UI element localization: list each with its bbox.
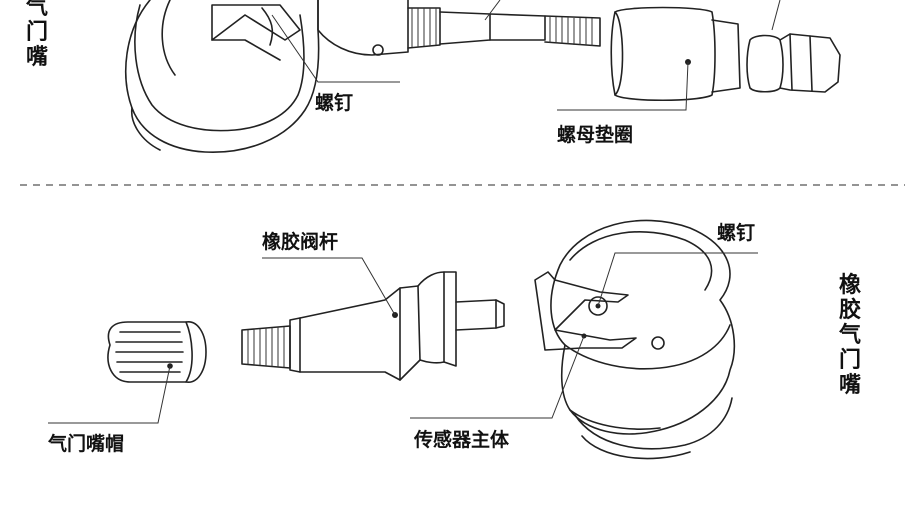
- top-nut-washer: [610, 6, 741, 102]
- top-sensor-body: [124, 0, 320, 153]
- bottom-stem-threads: [247, 327, 285, 367]
- bottom-sensor-leader: [410, 335, 585, 419]
- top-sensor-bracket: [211, 4, 301, 61]
- top-valve-cap: [746, 33, 841, 93]
- bottom-sensor-bracket: [534, 271, 637, 351]
- valve-cap-label: 气门嘴帽: [48, 433, 125, 455]
- top-cap-leader: [771, 0, 781, 31]
- bottom-rubber-stem: [241, 271, 505, 381]
- bottom-screw-leader: [597, 252, 758, 307]
- top-stem-threads: [411, 8, 437, 47]
- bottom-side-label: 橡胶气门嘴: [838, 273, 861, 398]
- bottom-cap-leader: [48, 365, 171, 424]
- top-nut-washer-label: 螺母垫圈: [557, 124, 634, 146]
- bottom-sensor-body: [550, 219, 736, 460]
- top-screw-label: 螺钉: [315, 92, 354, 114]
- top-nut-washer-leader: [557, 61, 689, 111]
- top-side-label: 气门嘴: [25, 0, 48, 70]
- bottom-stem-leader: [262, 257, 396, 316]
- bottom-screw-label: 螺钉: [717, 222, 756, 244]
- top-tip-threads: [549, 17, 593, 46]
- rubber-stem-label: 橡胶阀杆: [262, 231, 339, 253]
- top-valve-stem: [317, 0, 601, 56]
- top-stem-leader: [484, 0, 501, 21]
- top-screw-leader: [271, 14, 400, 83]
- bottom-valve-cap: [107, 321, 207, 383]
- sensor-body-label: 传感器主体: [414, 429, 510, 451]
